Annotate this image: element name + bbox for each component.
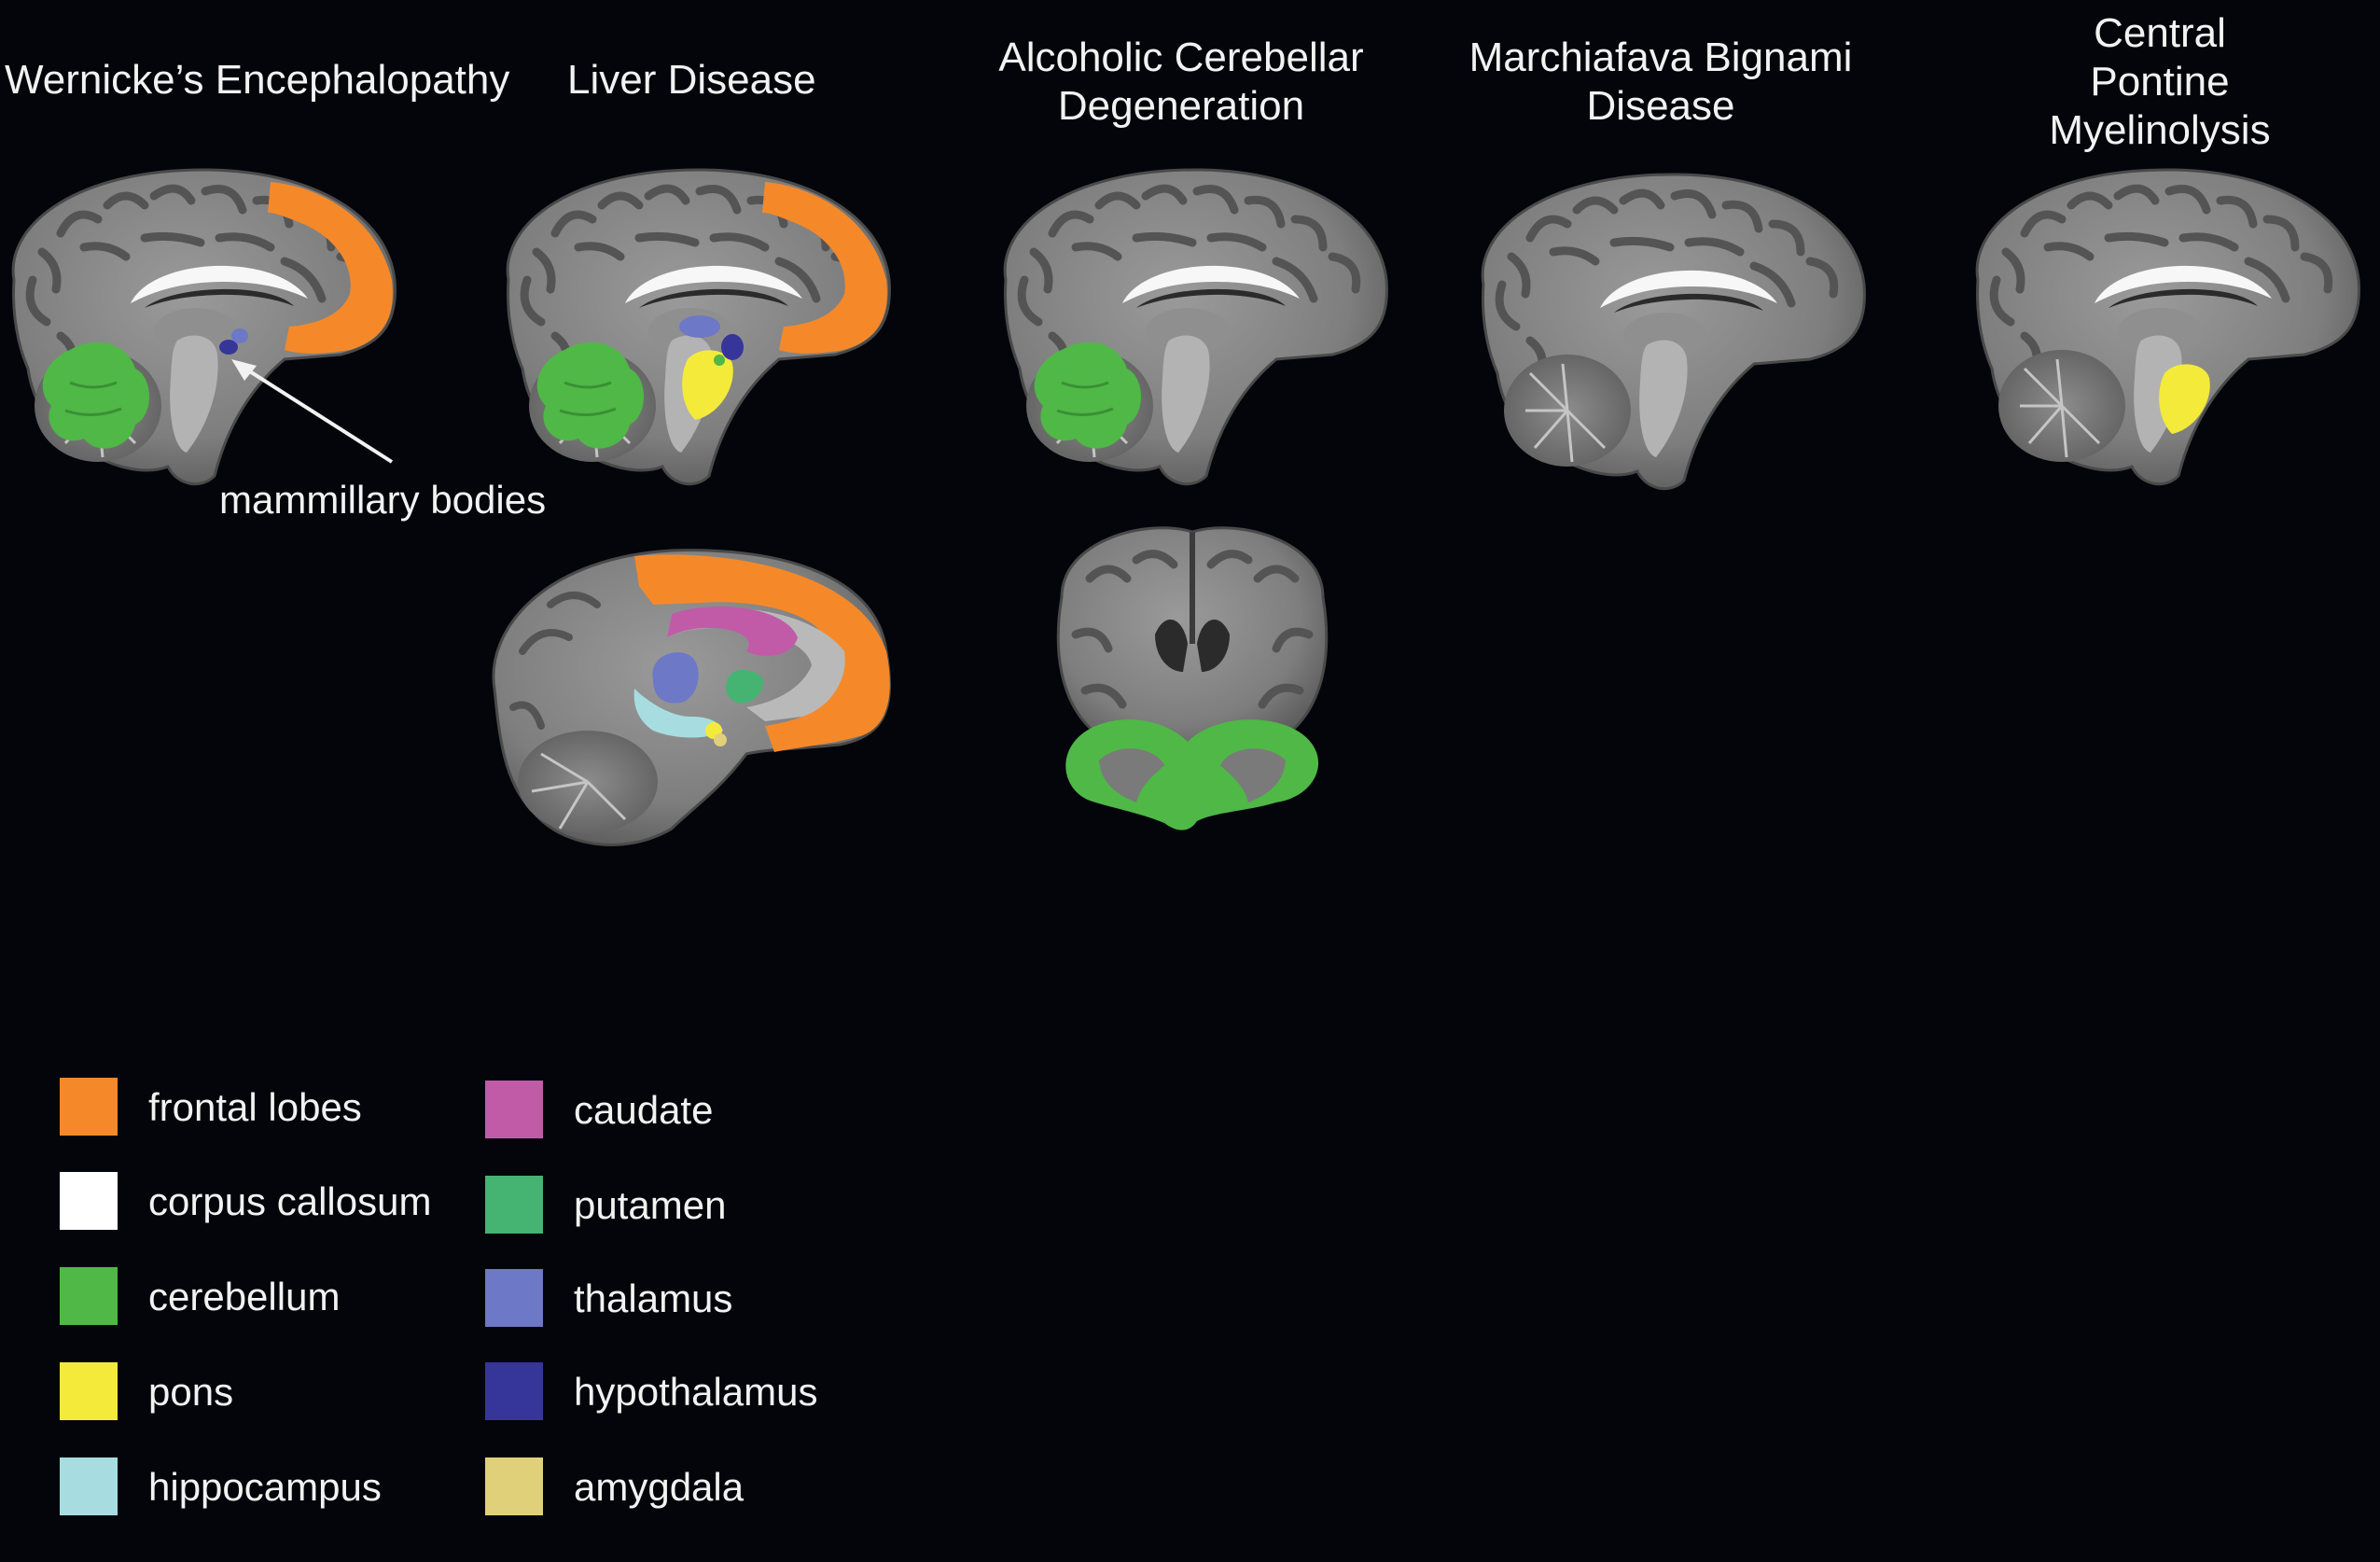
brain-liver-deep-structures — [492, 549, 891, 846]
legend-swatch — [60, 1172, 118, 1230]
panel-title-cpm: Central Pontine Myelinolysis — [2015, 9, 2304, 155]
brain-wernicke — [13, 170, 395, 484]
legend-swatch — [485, 1081, 543, 1138]
legend-label: pons — [148, 1370, 234, 1414]
brain-coronal-cerebellum — [1056, 526, 1329, 830]
legend-swatch — [485, 1176, 543, 1234]
panel-title-line: Disease — [1586, 83, 1735, 129]
arrow-icon — [231, 359, 394, 464]
brain-central-pontine-myelinolysis — [1977, 170, 2359, 484]
legend-label: hypothalamus — [574, 1370, 818, 1414]
panel-title-line: Marchiafava Bignami — [1468, 35, 1853, 80]
legend-swatch — [60, 1362, 118, 1420]
panel-title-marchiafava: Marchiafava Bignami Disease — [1465, 34, 1857, 131]
brain-liver-disease — [508, 170, 889, 484]
legend-swatch — [485, 1269, 543, 1327]
legend-swatch — [60, 1267, 118, 1325]
mammillary-bodies-marker — [219, 340, 238, 355]
legend-label: frontal lobes — [148, 1085, 362, 1129]
panel-title-line: Central — [2094, 10, 2226, 56]
panel-title-line: Liver Disease — [567, 57, 816, 103]
legend-label: putamen — [574, 1183, 727, 1227]
panel-title-line: Pontine — [2090, 59, 2230, 105]
panel-title-line: Myelinolysis — [2049, 107, 2271, 153]
annotation-mammillary-bodies: mammillary bodies — [219, 478, 547, 522]
panel-title-liver: Liver Disease — [567, 56, 816, 105]
panel-title-wernicke: Wernicke’s Encephalopathy — [5, 56, 509, 105]
legend-label: hippocampus — [148, 1465, 382, 1509]
legend-swatch — [60, 1457, 118, 1515]
panel-title-line: Degeneration — [1057, 83, 1305, 129]
legend-label: thalamus — [574, 1276, 733, 1320]
legend-label: caudate — [574, 1088, 714, 1132]
panel-title-line: Alcoholic Cerebellar — [998, 35, 1364, 80]
legend-swatch — [60, 1078, 118, 1136]
legend-label: cerebellum — [148, 1275, 341, 1318]
brain-marchiafava-bignami — [1482, 174, 1864, 489]
legend-swatch — [485, 1362, 543, 1420]
panel-title-line: Wernicke’s Encephalopathy — [5, 57, 510, 103]
legend-label: corpus callosum — [148, 1179, 432, 1223]
legend-swatch — [485, 1457, 543, 1515]
brain-cerebellar-degeneration — [1005, 170, 1386, 484]
panel-title-cerebellar: Alcoholic Cerebellar Degeneration — [995, 34, 1368, 131]
legend-label: amygdala — [574, 1465, 745, 1509]
